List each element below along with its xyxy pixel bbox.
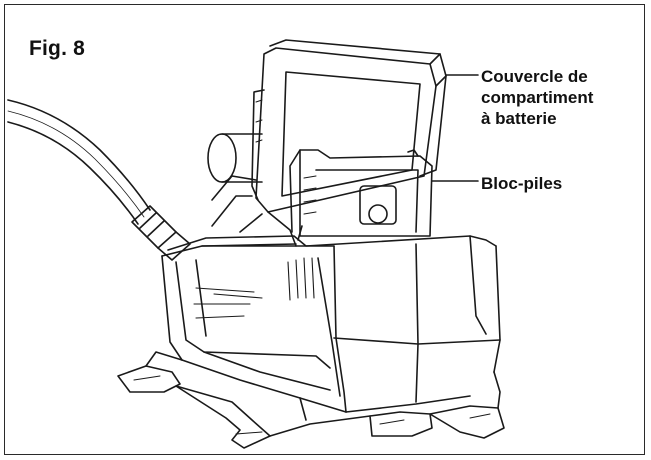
battery-cover-illustration xyxy=(251,39,447,247)
callout-cover-line-3: à batterie xyxy=(481,109,557,128)
motor-knob-illustration xyxy=(207,133,263,183)
callout-battery-pack: Bloc-piles xyxy=(481,174,563,193)
callout-battery-cover: Couvercle de compartiment à batterie xyxy=(481,66,631,129)
hose-illustration xyxy=(7,99,191,261)
housing-illustration xyxy=(161,235,501,413)
callout-cover-line-1: Couvercle de xyxy=(481,67,588,86)
callout-leader-lines xyxy=(431,74,479,182)
base-feet-illustration xyxy=(117,351,505,449)
hinge-illustration xyxy=(211,175,263,233)
figure-frame xyxy=(4,4,645,455)
battery-pack-illustration xyxy=(289,149,433,241)
figure-label: Fig. 8 xyxy=(29,37,86,60)
callout-cover-line-2: compartiment xyxy=(481,88,594,107)
